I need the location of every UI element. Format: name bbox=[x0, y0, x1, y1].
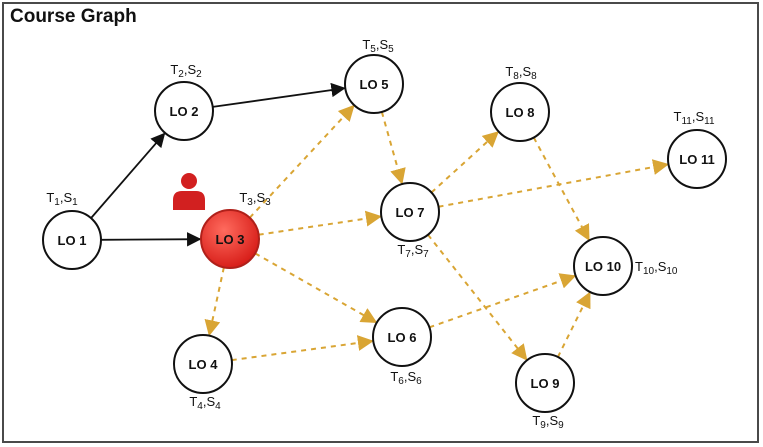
edge-lo4-lo6 bbox=[231, 335, 374, 362]
node-lo2[interactable]: LO 2 bbox=[154, 81, 214, 141]
node-lo6[interactable]: LO 6 bbox=[372, 307, 432, 367]
node-circle bbox=[154, 81, 214, 141]
node-meta-label: T1,S1 bbox=[46, 190, 78, 208]
node-circle bbox=[573, 236, 633, 296]
edge-lo7-lo9 bbox=[427, 234, 528, 361]
node-lo3[interactable]: LO 3 bbox=[200, 209, 260, 269]
node-lo8[interactable]: LO 8 bbox=[490, 82, 550, 142]
node-lo11[interactable]: LO 11 bbox=[667, 129, 727, 189]
edge-lo6-lo10 bbox=[429, 273, 577, 329]
node-circle bbox=[372, 307, 432, 367]
node-circle bbox=[667, 129, 727, 189]
person-icon bbox=[173, 173, 205, 210]
node-circle bbox=[380, 182, 440, 242]
node-label: LO 2 bbox=[170, 104, 199, 119]
edge-lo1-lo2 bbox=[90, 132, 166, 219]
node-lo9[interactable]: LO 9 bbox=[515, 353, 575, 413]
node-lo7[interactable]: LO 7 bbox=[380, 182, 440, 242]
node-lo5[interactable]: LO 5 bbox=[344, 54, 404, 114]
node-lo4[interactable]: LO 4 bbox=[173, 334, 233, 394]
node-label: LO 3 bbox=[216, 232, 245, 247]
node-label: LO 7 bbox=[396, 205, 425, 220]
node-meta-label: T11,S11 bbox=[673, 109, 714, 127]
node-meta-label: T3,S3 bbox=[239, 190, 271, 208]
edge-lo7-lo11 bbox=[438, 159, 670, 208]
node-label: LO 8 bbox=[506, 105, 535, 120]
node-circle bbox=[173, 334, 233, 394]
node-meta-label: T8,S8 bbox=[505, 64, 537, 82]
edge-lo2-lo5 bbox=[212, 82, 346, 108]
edge-lo8-lo10 bbox=[532, 137, 590, 241]
node-meta-label: T5,S5 bbox=[362, 37, 394, 55]
node-meta-label: T2,S2 bbox=[170, 62, 202, 80]
node-lo10[interactable]: LO 10 bbox=[573, 236, 633, 296]
diagram-title: Course Graph bbox=[10, 6, 137, 27]
edge-lo9-lo10 bbox=[556, 291, 591, 358]
node-label: LO 5 bbox=[360, 77, 389, 92]
edge-lo1-lo3 bbox=[100, 232, 202, 247]
node-circle bbox=[42, 210, 102, 270]
node-circle bbox=[490, 82, 550, 142]
edge-lo3-lo4 bbox=[204, 267, 225, 337]
node-meta-label: T6,S6 bbox=[390, 369, 422, 387]
node-circle bbox=[515, 353, 575, 413]
node-label: LO 4 bbox=[189, 357, 219, 372]
node-meta-label: T9,S9 bbox=[532, 413, 564, 431]
node-circle bbox=[344, 54, 404, 114]
node-label: LO 11 bbox=[679, 152, 714, 167]
node-lo1[interactable]: LO 1 bbox=[42, 210, 102, 270]
edge-lo3-lo6 bbox=[254, 252, 378, 324]
edge-lo3-lo7 bbox=[258, 210, 382, 236]
edge-lo7-lo8 bbox=[430, 131, 499, 194]
node-meta-label: T7,S7 bbox=[397, 242, 429, 260]
node-label: LO 9 bbox=[531, 376, 560, 391]
node-circle bbox=[200, 209, 260, 269]
node-meta-label: T10,S10 bbox=[635, 259, 678, 277]
node-label: LO 6 bbox=[388, 330, 417, 345]
node-label: LO 10 bbox=[585, 259, 621, 274]
edge-lo5-lo7 bbox=[380, 111, 406, 185]
node-label: LO 1 bbox=[58, 233, 87, 248]
node-meta-label: T4,S4 bbox=[189, 394, 221, 412]
